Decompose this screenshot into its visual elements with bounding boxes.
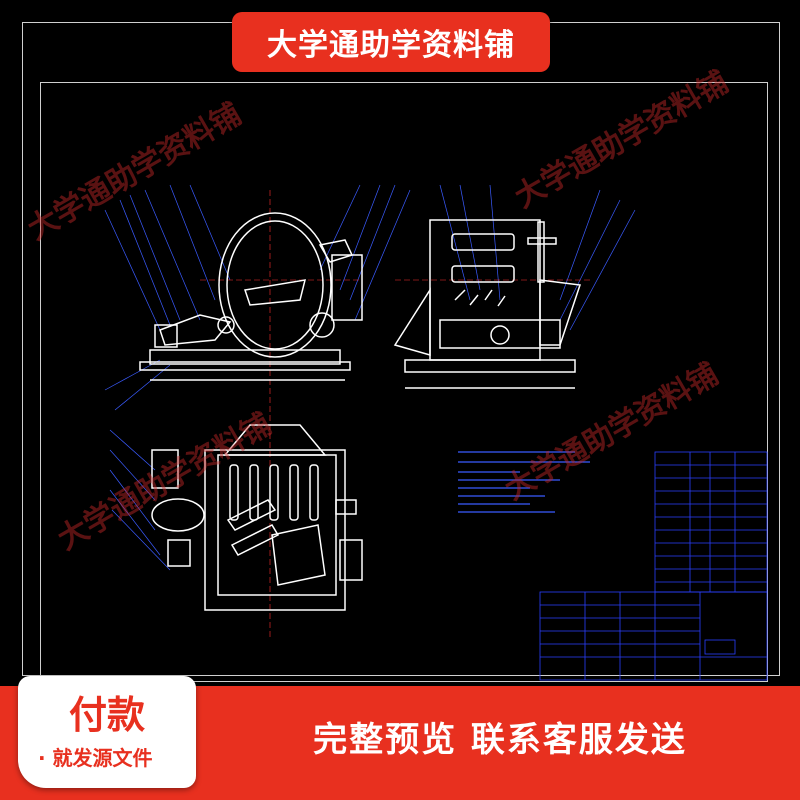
technical-notes	[458, 451, 590, 513]
side-view	[393, 219, 582, 389]
drawing-inner-frame	[40, 82, 768, 682]
footer-slogan: 完整预览 联系客服发送	[313, 720, 687, 760]
center-lines	[200, 190, 590, 640]
payment-subtitle: · 就发源文件	[38, 746, 153, 770]
payment-card[interactable]: 付款 · 就发源文件	[18, 676, 196, 788]
payment-title: 付款	[68, 693, 145, 737]
front-view	[139, 212, 363, 381]
shop-banner: 大学通助学资料铺	[232, 12, 550, 72]
top-view	[151, 424, 363, 611]
leader-lines	[104, 184, 636, 571]
parts-list-table	[539, 451, 768, 681]
